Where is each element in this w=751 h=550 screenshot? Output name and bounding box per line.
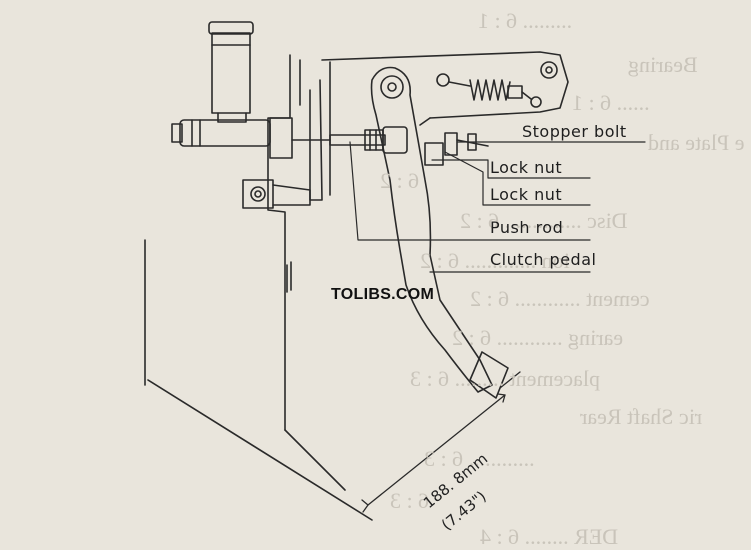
- reverse-text-2: Bearing: [628, 52, 698, 77]
- reverse-text-8: cement ............ 6 : 2: [470, 286, 650, 311]
- reverse-text-4: e Plate and: [648, 130, 745, 155]
- reverse-text-10: placement ......... 6 : 3: [410, 366, 601, 391]
- mounting-bracket: [242, 179, 311, 209]
- callout-leaders: [349, 141, 646, 273]
- reverse-text-11: ric Shaft Rear: [580, 404, 703, 429]
- dimension-line: [361, 371, 521, 513]
- label-lock-nut-lower: Lock nut: [490, 185, 563, 204]
- reverse-text-1: ......... 6 : 1: [478, 8, 573, 33]
- label-clutch-pedal: Clutch pedal: [490, 250, 597, 269]
- reverse-text-14: DER ........ 6 : 4: [480, 524, 619, 549]
- push-rod: [291, 126, 408, 154]
- return-spring: [436, 73, 542, 108]
- pedal-arm: [370, 66, 509, 399]
- reverse-text-9: earing ............ 6 : 2: [452, 325, 624, 350]
- master-cylinder: [171, 21, 293, 159]
- watermark: TOLIBS.COM: [331, 286, 435, 303]
- label-push-rod: Push rod: [490, 218, 564, 237]
- label-stopper-bolt: Stopper bolt: [522, 122, 627, 141]
- pedal-box: [321, 51, 569, 196]
- label-lock-nut-upper: Lock nut: [490, 158, 563, 177]
- reverse-text-3: ...... 6 : 1: [572, 90, 650, 115]
- reverse-text-5: 6 : 2: [380, 168, 420, 193]
